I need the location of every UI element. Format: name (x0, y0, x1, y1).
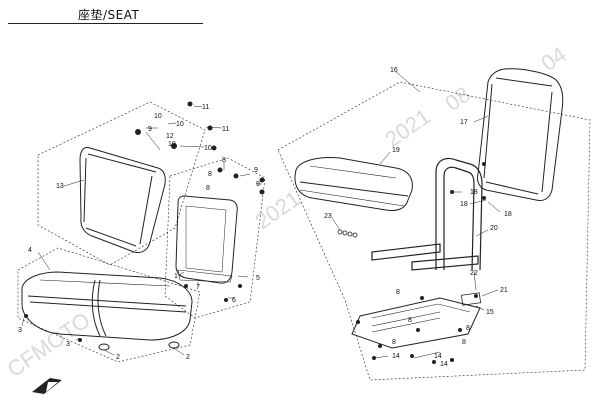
callout-3: 3 (18, 327, 22, 334)
watermark: CFMOTO 2021 2021 08 04 (3, 42, 571, 383)
callout-5: 5 (256, 275, 260, 282)
callout-17: 17 (460, 119, 468, 126)
callout-18: 18 (470, 189, 478, 196)
callout-11: 11 (202, 104, 209, 111)
backrest-frame-panel (175, 195, 238, 284)
rear-seat-group-outline (277, 81, 591, 381)
callout-8-h: 8 (392, 339, 396, 346)
watermark-year-2: 2021 (381, 104, 435, 153)
callout-14-b: 14 (434, 353, 442, 360)
backrest-group-outline (37, 101, 206, 266)
callout-14: 14 (392, 353, 400, 360)
callout-23: 23 (324, 213, 332, 220)
callout-18-b: 18 (460, 201, 468, 208)
callout-7: 7 (196, 284, 200, 291)
callout-8-b: 8 (208, 171, 212, 178)
seat-base-plate (351, 292, 482, 349)
callout-19: 19 (392, 147, 400, 154)
group-outlines (17, 81, 591, 381)
callout-10-c: 10 (168, 141, 176, 148)
front-direction-arrow-icon (32, 378, 62, 394)
callout-12: 12 (166, 133, 174, 140)
backrest-cushion (79, 147, 166, 253)
callout-8-c: 8 (206, 185, 210, 192)
callout-9: 9 (148, 126, 152, 133)
callout-11-b: 11 (222, 126, 229, 133)
backrest-support-bar (371, 157, 483, 271)
callout-14-c: 14 (440, 361, 448, 368)
callout-9-c: 9 (256, 181, 260, 188)
callout-8-e: 8 (408, 317, 412, 324)
backrest-frame-group-outline (164, 157, 266, 319)
rubber-pads (98, 341, 180, 351)
callout-8: 8 (222, 157, 226, 164)
callout-4: 4 (28, 247, 32, 254)
watermark-brand: CFMOTO (3, 307, 95, 382)
rear-seat-cushion (294, 157, 413, 211)
callout-16: 16 (390, 67, 398, 74)
callout-10-b: 10 (176, 121, 184, 128)
grommet-strip (337, 229, 358, 238)
rear-backrest-cushion (477, 68, 564, 201)
fasteners (24, 101, 486, 364)
watermark-day: 04 (537, 42, 571, 77)
title-underline (8, 23, 203, 24)
callout-labels: 11 10 10 11 9 12 10 10 13 8 9 8 9 8 5 7 … (18, 67, 512, 368)
callout-9-b: 9 (254, 167, 258, 174)
callout-8-f: 8 (466, 325, 470, 332)
bench-seat-group-outline (17, 247, 201, 363)
callout-13: 13 (56, 183, 64, 190)
callout-1: 1 (174, 273, 178, 280)
callout-15: 15 (486, 309, 494, 316)
callout-22: 22 (470, 270, 478, 277)
callout-18-c: 18 (504, 211, 512, 218)
watermark-month: 08 (441, 82, 475, 117)
callout-10-d: 10 (204, 145, 212, 152)
leader-lines (21, 71, 501, 359)
bench-seat-cushion (21, 271, 193, 341)
callout-10: 10 (154, 113, 162, 120)
callout-2-b: 2 (186, 354, 190, 361)
callout-8-g: 8 (462, 339, 466, 346)
page-title: 座垫/SEAT (78, 8, 140, 22)
callout-21: 21 (500, 287, 508, 294)
callout-3-b: 3 (66, 341, 70, 348)
callout-6: 6 (232, 297, 236, 304)
callout-8-d: 8 (396, 289, 400, 296)
callout-2: 2 (116, 354, 120, 361)
callout-20: 20 (490, 225, 498, 232)
